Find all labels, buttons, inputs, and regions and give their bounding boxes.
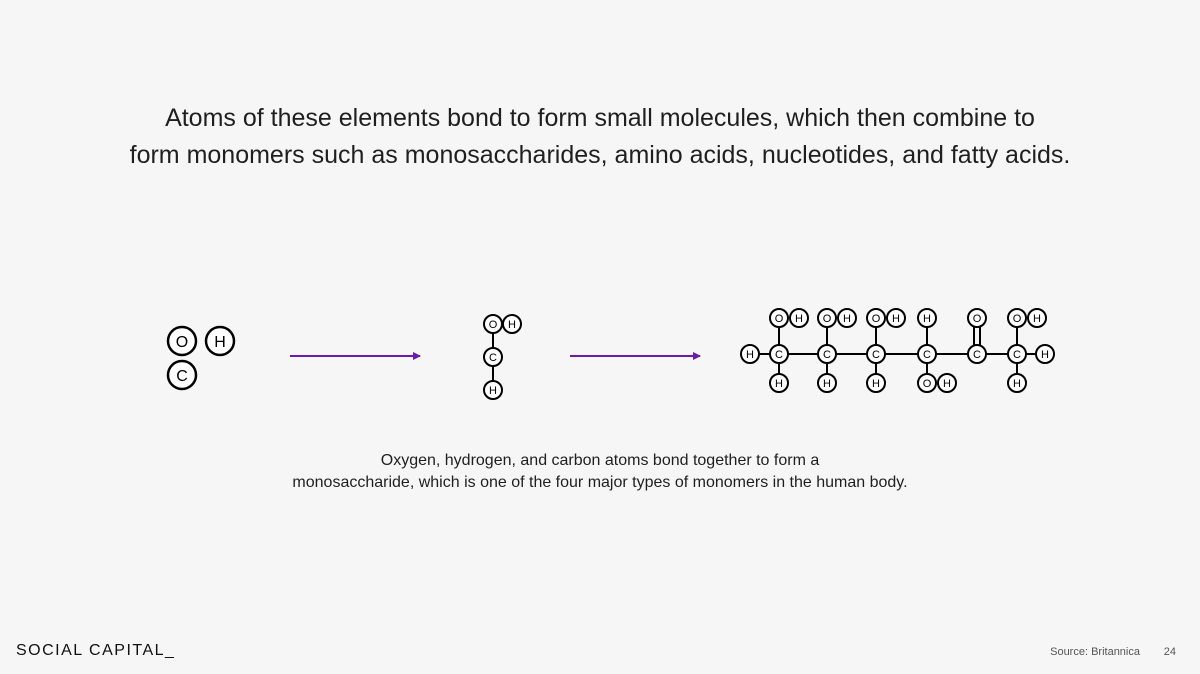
svg-text:H: H <box>214 334 226 351</box>
atom-hydrogen: H <box>866 373 886 393</box>
svg-text:C: C <box>1013 349 1021 361</box>
svg-text:O: O <box>775 313 784 325</box>
atom-carbon: C <box>967 344 987 364</box>
atom-hydrogen: H <box>817 373 837 393</box>
page-number: 24 <box>1163 646 1176 658</box>
atom-oxygen: O <box>817 308 837 328</box>
atom-carbon: C <box>1007 344 1027 364</box>
svg-text:H: H <box>923 313 931 325</box>
atom-carbon: C <box>866 344 886 364</box>
svg-text:H: H <box>1041 349 1049 361</box>
svg-text:O: O <box>973 313 982 325</box>
svg-text:C: C <box>775 349 783 361</box>
svg-text:O: O <box>176 334 188 351</box>
atom-hydrogen: H <box>1035 344 1055 364</box>
molecule-diagram: O H C O H C H <box>166 308 1055 400</box>
atom-oxygen: O <box>967 308 987 328</box>
svg-text:H: H <box>795 313 803 325</box>
atom-hydrogen: H <box>1027 308 1047 328</box>
svg-text:O: O <box>923 378 932 390</box>
svg-text:O: O <box>489 319 498 331</box>
svg-text:O: O <box>823 313 832 325</box>
svg-text:C: C <box>872 349 880 361</box>
small-molecule: O H C H <box>483 314 522 400</box>
atom-carbon: C <box>769 344 789 364</box>
svg-text:H: H <box>508 319 516 331</box>
atom-oxygen: O <box>166 325 198 357</box>
atom-hydrogen: H <box>1007 373 1027 393</box>
svg-text:H: H <box>1013 378 1021 390</box>
svg-text:H: H <box>746 349 754 361</box>
separate-atoms: O H C <box>166 325 236 391</box>
atom-carbon: C <box>917 344 937 364</box>
atom-carbon: C <box>817 344 837 364</box>
atom-hydrogen: H <box>483 380 503 400</box>
atom-carbon: C <box>166 359 198 391</box>
headline: Atoms of these elements bond to form sma… <box>0 100 1200 174</box>
atom-hydrogen: H <box>769 373 789 393</box>
atom-hydrogen: H <box>917 308 937 328</box>
caption-line-1: Oxygen, hydrogen, and carbon atoms bond … <box>380 452 820 469</box>
svg-text:C: C <box>973 349 981 361</box>
atom-oxygen: O <box>917 373 937 393</box>
atom-oxygen: O <box>1007 308 1027 328</box>
svg-text:O: O <box>872 313 881 325</box>
headline-line-1: Atoms of these elements bond to form sma… <box>165 104 1035 132</box>
atom-hydrogen: H <box>886 308 906 328</box>
atom-hydrogen: H <box>502 314 522 334</box>
svg-text:H: H <box>943 378 951 390</box>
monosaccharide: O H O H O H H O O H H C C C C C C H H H … <box>740 308 1055 393</box>
atom-oxygen: O <box>483 314 503 334</box>
atom-hydrogen: H <box>204 325 236 357</box>
svg-text:C: C <box>489 352 497 364</box>
atom-oxygen: O <box>769 308 789 328</box>
svg-text:H: H <box>1033 313 1041 325</box>
svg-text:O: O <box>1013 313 1022 325</box>
atom-hydrogen: H <box>740 344 760 364</box>
atom-hydrogen: H <box>937 373 957 393</box>
source-credit: Source: Britannica <box>1050 646 1140 658</box>
svg-text:C: C <box>923 349 931 361</box>
svg-text:H: H <box>823 378 831 390</box>
atom-carbon: C <box>483 347 503 367</box>
svg-text:H: H <box>892 313 900 325</box>
headline-line-2: form monomers such as monosaccharides, a… <box>129 141 1071 169</box>
svg-text:H: H <box>489 385 497 397</box>
svg-text:C: C <box>823 349 831 361</box>
svg-text:C: C <box>176 368 188 385</box>
caption-line-2: monosaccharide, which is one of the four… <box>292 474 908 491</box>
caption: Oxygen, hydrogen, and carbon atoms bond … <box>0 450 1200 494</box>
svg-text:H: H <box>775 378 783 390</box>
svg-text:H: H <box>872 378 880 390</box>
atom-oxygen: O <box>866 308 886 328</box>
svg-text:H: H <box>843 313 851 325</box>
atom-hydrogen: H <box>837 308 857 328</box>
brand-logo: SOCIAL CAPITAL_ <box>16 642 176 659</box>
atom-hydrogen: H <box>789 308 809 328</box>
